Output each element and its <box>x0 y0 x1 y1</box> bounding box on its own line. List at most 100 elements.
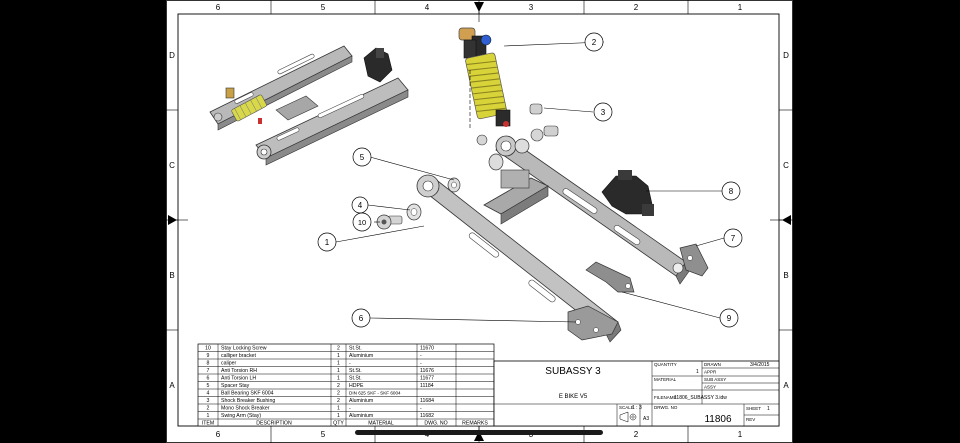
bom-desc: caliper <box>221 361 237 367</box>
svg-text:7: 7 <box>731 234 736 243</box>
sheet-label: SHEET <box>746 406 761 411</box>
bom-material: - <box>349 361 351 367</box>
svg-text:4: 4 <box>358 201 363 210</box>
bom-item: 10 <box>205 346 211 352</box>
svg-text:2: 2 <box>592 38 597 47</box>
bom-item: 8 <box>207 361 210 367</box>
bom-desc: Mono Shock Breaker <box>221 406 270 412</box>
balloon-6: 6 <box>351 308 371 328</box>
zone-col-label: 1 <box>738 3 743 12</box>
bom-qty: 1 <box>337 353 340 359</box>
bom-qty: 2 <box>337 398 340 404</box>
zone-col-label: 5 <box>321 430 326 439</box>
zone-row-label: C <box>783 161 789 170</box>
bom-desc: Shock Breaker Bushing <box>221 398 275 404</box>
bom-dwg: - <box>420 353 422 359</box>
centering-marks <box>168 2 791 441</box>
engineering-drawing: 6 5 4 3 2 1 6 5 4 3 2 1 D C B A D C B A <box>166 0 793 443</box>
finish-value: ASSY <box>704 385 716 390</box>
title-block: SUBASSY 3 E BIKE V5 QUANTITY 1 DRAWN 3/4… <box>493 360 780 427</box>
svg-text:1: 1 <box>325 238 330 247</box>
bom-material: St.St. <box>349 376 362 382</box>
scale-label: SCALE <box>619 405 634 410</box>
bom-qty: 2 <box>337 346 340 352</box>
bom-dwg: 11184 <box>420 383 434 389</box>
dwg-no-label: DRWG. NO <box>654 405 678 410</box>
bom-header: DESCRIPTION <box>256 421 292 427</box>
svg-text:8: 8 <box>729 187 734 196</box>
zone-row-label: B <box>783 271 788 280</box>
bom-qty: 1 <box>337 361 340 367</box>
bom-dwg: 11684 <box>420 398 434 404</box>
bom-material: St.St. <box>349 368 362 374</box>
svg-text:6: 6 <box>359 314 364 323</box>
bom-item: 7 <box>207 368 210 374</box>
zone-row-label: C <box>169 161 175 170</box>
bom-qty: 1 <box>337 413 340 419</box>
scale-value: 1 : 3 <box>632 405 642 411</box>
bom-header: QTY <box>333 421 344 427</box>
zone-row-label: A <box>169 381 175 390</box>
rev-label: REV <box>746 417 755 422</box>
bom-dwg: - <box>420 406 422 412</box>
swing-arm <box>416 135 691 343</box>
zone-row-label: D <box>169 51 175 60</box>
svg-text:5: 5 <box>360 153 365 162</box>
balloon-2: 2 <box>584 32 604 52</box>
bom-item: 5 <box>207 383 210 389</box>
bom-dwg: 11677 <box>420 376 434 382</box>
drawing-title: SUBASSY 3 <box>545 366 601 377</box>
bom-dwg: 11676 <box>420 368 434 374</box>
drawing-sheet: 6 5 4 3 2 1 6 5 4 3 2 1 D C B A D C B A <box>166 0 793 443</box>
quantity-label: QUANTITY <box>654 362 677 367</box>
bom-material: DIN 625 SKF - SKF 6004 <box>349 391 401 396</box>
bill-of-materials: 10 Stay Locking Screw 2 St.St. 11670 9 c… <box>197 343 495 427</box>
projection-symbol-icon <box>619 411 637 423</box>
balloon-7: 7 <box>723 228 743 248</box>
zone-col-label: 6 <box>216 430 221 439</box>
home-indicator[interactable] <box>355 430 603 435</box>
zone-row-label: B <box>169 271 174 280</box>
drawn-date: 3/4/2015 <box>750 362 770 368</box>
bom-desc: Stay Locking Screw <box>221 346 267 352</box>
zone-col-label: 2 <box>634 3 639 12</box>
balloon-4: 4 <box>351 196 369 214</box>
bom-qty: 2 <box>337 383 340 389</box>
bom-desc: Swing Arm (Stay) <box>221 413 261 419</box>
bom-desc: Anti Torsion LH <box>221 376 256 382</box>
zone-row-label: A <box>783 381 789 390</box>
balloon-5: 5 <box>352 147 372 167</box>
bom-dwg: 11670 <box>420 346 434 352</box>
bom-item: 9 <box>207 353 210 359</box>
small-parts <box>376 103 709 293</box>
bom-item: 1 <box>207 413 210 419</box>
mono-shock <box>458 27 511 128</box>
drawing-subtitle: E BIKE V5 <box>559 394 588 400</box>
bom-header: REMARKS <box>462 421 488 427</box>
material-value: SUB ASSY <box>704 377 726 382</box>
drawn-label: DRAWN <box>704 362 721 367</box>
balloon-10: 10 <box>352 212 372 232</box>
zone-col-label: 1 <box>738 430 743 439</box>
bom-item: 6 <box>207 376 210 382</box>
quantity-value: 1 <box>696 369 699 375</box>
bom-material: - <box>349 406 351 412</box>
leader-lines <box>335 41 725 323</box>
bom-material: Aluminium <box>349 353 373 359</box>
sheet-size: A3 <box>643 416 649 422</box>
drawing-number: 11806 <box>704 414 732 425</box>
bom-material: Aluminium <box>349 413 373 419</box>
bom-desc: Spacer Stay <box>221 383 250 389</box>
zone-col-label: 4 <box>425 3 430 12</box>
balloon-3: 3 <box>593 102 613 122</box>
bom-material: Aluminium <box>349 398 373 404</box>
balloon-9: 9 <box>719 308 739 328</box>
bom-item: 2 <box>207 406 210 412</box>
sheet-value: 1 <box>767 406 770 412</box>
bom-material: HDPE <box>349 383 364 389</box>
svg-text:3: 3 <box>601 108 606 117</box>
zone-col-label: 2 <box>634 430 639 439</box>
bom-dwg: - <box>420 361 422 367</box>
balloon-1: 1 <box>317 232 337 252</box>
zone-col-label: 3 <box>529 3 534 12</box>
